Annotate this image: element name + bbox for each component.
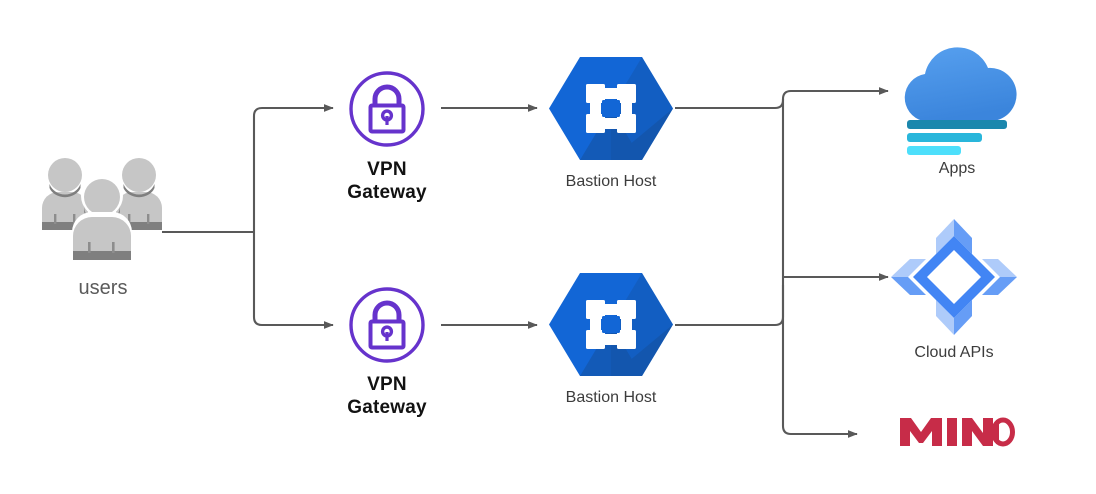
label-vpn-gateway-bottom: VPN Gateway bbox=[347, 374, 427, 419]
node-bastion-host-bottom[interactable] bbox=[545, 271, 677, 378]
label-apps: Apps bbox=[938, 160, 976, 177]
node-users[interactable] bbox=[40, 156, 166, 276]
node-bastion-host-top[interactable] bbox=[545, 55, 677, 162]
cloud-apps-icon bbox=[904, 47, 1017, 155]
padlock-circle-icon bbox=[349, 71, 425, 147]
compute-engine-hexagon-icon bbox=[549, 273, 673, 376]
users-group-icon bbox=[42, 158, 162, 260]
node-apps[interactable] bbox=[893, 33, 1021, 155]
wire-users-to-vpn-top bbox=[252, 104, 334, 232]
label-bastion-host-bottom: Bastion Host bbox=[565, 389, 657, 406]
wire-bastion-bottom-to-bus bbox=[675, 285, 785, 327]
label-cloud-apis: Cloud APIs bbox=[914, 344, 994, 361]
node-vpn-gateway-top[interactable] bbox=[348, 70, 426, 148]
padlock-circle-icon bbox=[349, 287, 425, 363]
node-cloud-apis[interactable] bbox=[889, 217, 1019, 337]
label-bastion-host-top: Bastion Host bbox=[565, 173, 657, 190]
wire-bastion-top-to-bus bbox=[675, 98, 785, 110]
node-minio[interactable] bbox=[898, 414, 1015, 450]
cloud-apis-diamond-icon bbox=[891, 219, 1017, 335]
node-vpn-gateway-bottom[interactable] bbox=[348, 286, 426, 364]
wire-users-to-vpn-bottom bbox=[252, 232, 334, 329]
compute-engine-hexagon-icon bbox=[549, 57, 673, 160]
wire-right-bus-lower bbox=[781, 285, 858, 438]
label-users: users bbox=[78, 277, 128, 299]
label-vpn-gateway-top: VPN Gateway bbox=[347, 159, 427, 204]
wire-bus-to-apps bbox=[781, 87, 889, 100]
minio-logo-icon bbox=[900, 417, 1015, 447]
